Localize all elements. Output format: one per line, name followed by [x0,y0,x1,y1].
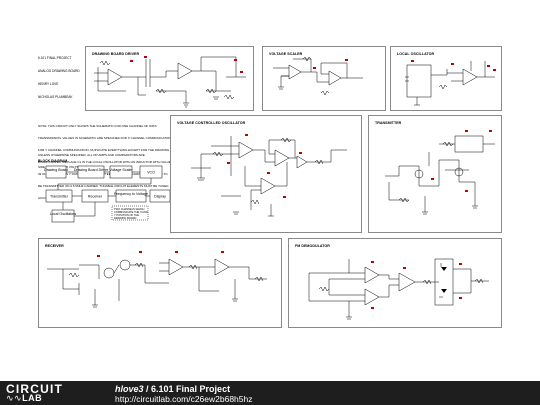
block-label: VCO [147,171,155,175]
op-amp-symbol [260,177,276,195]
logo-wave-icon: ∿∿ [6,393,23,403]
resistor-symbol [302,56,312,62]
block-note-line: TWO CHANNELS WHICH [114,207,145,211]
resistor-symbol [320,90,330,96]
circuit-title: hlove3 / 6.101 Final Project [115,384,230,394]
main-note-line: FOR Y CHANNEL COMMUNICATION, DUPLICATE E… [38,148,170,152]
resistor-symbol [134,262,144,268]
resistor-symbol [99,60,111,66]
resistor-symbol [205,88,217,94]
op-amp-symbol [296,155,308,169]
project-header: 6.101 FINAL PROJECT ANALOG DRAWING BOARD… [38,47,80,109]
local-oscillator-circuit [405,60,496,106]
fm-demodulator-circuit [308,258,489,320]
resistor-symbol [318,286,330,292]
op-amp-symbol [328,70,342,86]
block-diagram: Drawing Board Drawing Board Driver Volta… [44,165,171,223]
receiver-circuit [47,251,267,308]
project-header-line: HENRY LOVE [38,82,59,87]
block-label: Frequency to Voltage [114,192,148,196]
resistor-symbol [474,278,484,284]
voltage-scaler-circuit [273,56,363,96]
resistor-symbol [155,88,167,94]
drawing-board-driver-circuit [94,56,246,108]
resistor-symbol [254,276,264,282]
local-oscillator-panel: LOCAL OSCILLATOR [390,46,502,111]
op-amp-symbol [364,288,380,306]
op-amp-symbol [274,149,290,167]
diode-symbol [441,289,447,293]
project-header-line: ANALOG DRAWING BOARD [38,69,80,74]
panel-title: VOLTAGE SCALER [269,52,303,56]
resistor-symbol [442,141,454,147]
op-amp-symbol [107,68,123,86]
op-amp-symbol [398,272,416,292]
resistor-symbol [280,137,292,143]
panel-title: DRAWING BOARD DRIVER [92,52,140,56]
resistor-symbol [212,151,224,157]
block-label: Voltage Scaler [109,168,133,172]
op-amp-symbol [288,64,302,80]
vco-panel: VOLTAGE CONTROLLED OSCILLATOR [170,115,362,233]
block-label: Display [154,195,166,199]
fm-demodulator-panel: FM DEMODULATOR [288,238,502,328]
project-header-line: NICHOLAS PLUMBEAK [38,95,73,100]
op-amp-symbol [214,258,230,276]
block-note-line: COMMUNICATE THE X AND [114,210,148,214]
logo-wordmark-bottom: ∿∿LAB [6,394,42,403]
logo-wordmark-top: CIRCUIT [6,382,64,396]
panel-title: RECEIVER [45,244,64,248]
transmitter-panel: TRANSMITTER [368,115,502,233]
main-note-line: NOTE: THIS CIRCUIT ONLY SHOWS THE SCHEMA… [38,124,157,128]
drawing-board-driver-panel: DRAWING BOARD DRIVER [85,46,254,111]
panel-title: VOLTAGE CONTROLLED OSCILLATOR [177,121,246,125]
block-label: Local Oscillators [50,212,77,216]
op-amp-symbol [168,258,184,276]
resistor-symbol [438,84,448,90]
block-label: Drawing Board [44,168,68,172]
transmitter-circuit [385,130,495,215]
project-title: 6.101 Final Project [151,384,231,394]
circuitlab-logo[interactable]: CIRCUIT ∿∿LAB [6,383,90,403]
resistor-symbol [68,272,80,278]
project-header-line: 6.101 FINAL PROJECT [38,55,72,60]
schematic-sheet: 6.101 FINAL PROJECT ANALOG DRAWING BOARD… [38,46,502,328]
block-note-line: DRAWING BOARD [114,216,137,220]
vco-circuit [191,134,347,217]
resistor-symbol [422,279,432,285]
voltage-scaler-panel: VOLTAGE SCALER [262,46,386,111]
op-amp-symbol [177,62,193,80]
block-label: Transmitter [50,195,69,199]
op-amp-symbol [238,141,254,159]
author-link[interactable]: hlove3 [115,384,144,394]
op-amp-symbol [462,68,478,86]
logo-lab-text: LAB [22,393,43,403]
op-amp-symbol [364,266,380,284]
block-note-line: Y POSITION OF THE [114,213,139,217]
main-note-line: TRANSMISSION. VALUES IN SCHEMATIC ARE SP… [38,136,173,140]
panel-title: FM DEMODULATOR [295,244,330,248]
opamp-note-line: UNLESS OTHERWISE SPECIFIED, ALL OP-AMPS … [38,153,145,157]
resistor-symbol [398,197,410,203]
diode-symbol [441,267,447,271]
circuit-url[interactable]: http://circuitlab.com/c26ew2b68h5hz [115,394,253,404]
resistor-symbol [250,199,260,205]
block-diagram-title: BLOCK DIAGRAM [38,159,68,163]
resistor-symbol [223,94,235,100]
main-note-line: BE TRANSMITTED ON A 5.5MHZ CARRIER. TUNA… [38,184,169,188]
panel-title: LOCAL OSCILLATOR [397,52,435,56]
resistor-symbol [188,264,198,270]
receiver-panel: RECEIVER [38,238,282,328]
footer-bar: CIRCUIT ∿∿LAB hlove3 / 6.101 Final Proje… [0,381,540,405]
panel-title: TRANSMITTER [375,121,402,125]
title-separator: / [143,384,152,394]
block-label: Receiver [88,195,103,199]
main-note-line: BOARD DRIVER, REPLACE C1 IN THE LOCAL OS… [38,160,171,164]
block-label: Drawing Board Driver [74,168,109,172]
resistor-symbol [314,159,324,165]
